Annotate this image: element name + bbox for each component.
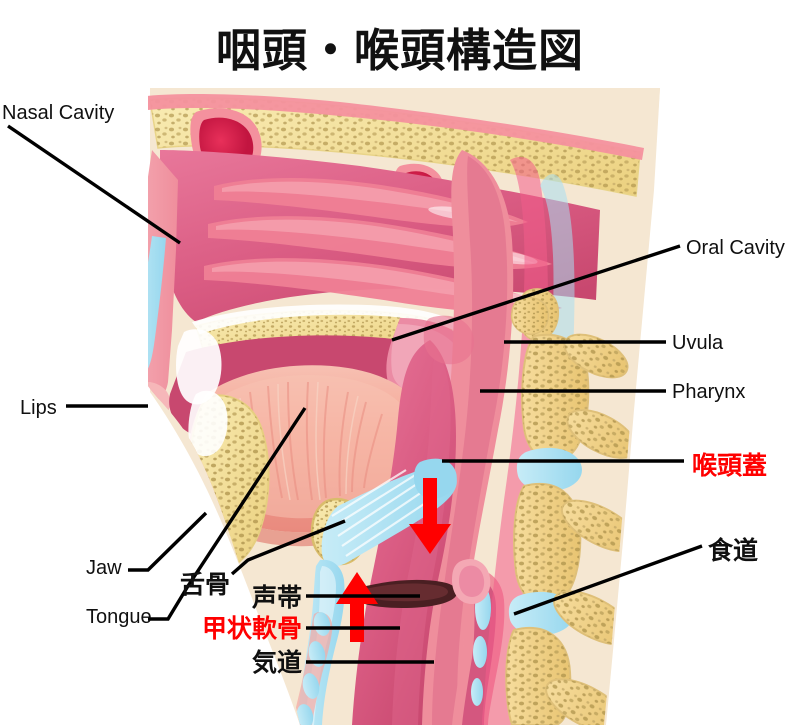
label-uvula: Uvula: [672, 332, 724, 354]
esophagus-cartilage-3: [471, 678, 483, 706]
tracheal-ring-4: [296, 704, 314, 725]
hard-palate-texture: [196, 310, 452, 352]
label-nasal-cavity: Nasal Cavity: [2, 102, 115, 124]
label-hyoid-bone: 舌骨: [180, 570, 231, 599]
arytenoid-highlight: [459, 565, 485, 597]
label-epiglottis: 喉頭蓋: [692, 451, 768, 480]
nose-exterior: [148, 150, 178, 405]
trachea-wall: [292, 612, 333, 725]
spinous-process-3-texture: [561, 500, 639, 552]
spinous-process-1-texture: [564, 334, 628, 378]
leader-oral-cavity: [391, 244, 681, 342]
label-lips: Lips: [20, 397, 57, 419]
palate-periosteum: [192, 304, 460, 334]
flow-arrows: [336, 478, 451, 642]
leader-nasal-cavity: [7, 124, 181, 245]
upper-teeth: [176, 329, 222, 405]
leader-esophagus: [513, 544, 703, 616]
skull-mucosa-edge: [148, 94, 644, 160]
label-pharynx: Pharynx: [672, 381, 746, 403]
spinous-process-2-texture: [567, 410, 637, 458]
leader-lines: [7, 124, 703, 664]
label-esophagus: 食道: [708, 536, 759, 565]
tracheal-ring-3: [302, 673, 320, 699]
disc-c2-c3: [516, 447, 582, 492]
label-jaw: Jaw: [86, 557, 122, 579]
middle-turbinate-highlight: [216, 219, 538, 264]
label-airway: 気道: [252, 648, 303, 677]
leader-tongue: [148, 407, 307, 621]
epiglottis-hatching: [331, 469, 431, 557]
esophagus-cartilage-2: [473, 636, 487, 668]
pharynx-wall-shade: [432, 156, 508, 725]
label-vocal-cords: 声帯: [252, 583, 303, 612]
tracheal-ring-1: [313, 612, 331, 636]
pharynx-posterior-wall: [414, 150, 514, 725]
cranium-soft-tissue: [152, 88, 660, 146]
leader-jaw: [128, 511, 208, 572]
nasal-vestibule: [148, 236, 166, 376]
label-tongue: Tongue: [86, 606, 152, 628]
adenoid-tissue: [423, 315, 474, 365]
label-oral-cavity: Oral Cavity: [686, 237, 785, 259]
arrow-food-down: [409, 478, 451, 554]
lower-lip: [148, 447, 172, 508]
lower-teeth: [188, 390, 228, 457]
page-title: 咽頭・喉頭構造図: [215, 24, 584, 77]
superior-turbinate-highlight: [222, 181, 518, 222]
spinous-process-0-texture: [511, 297, 549, 335]
lip-commissure: [148, 416, 167, 464]
leader-hyoid: [230, 519, 346, 576]
label-thyroid-cartilage: 甲状軟骨: [202, 614, 303, 643]
